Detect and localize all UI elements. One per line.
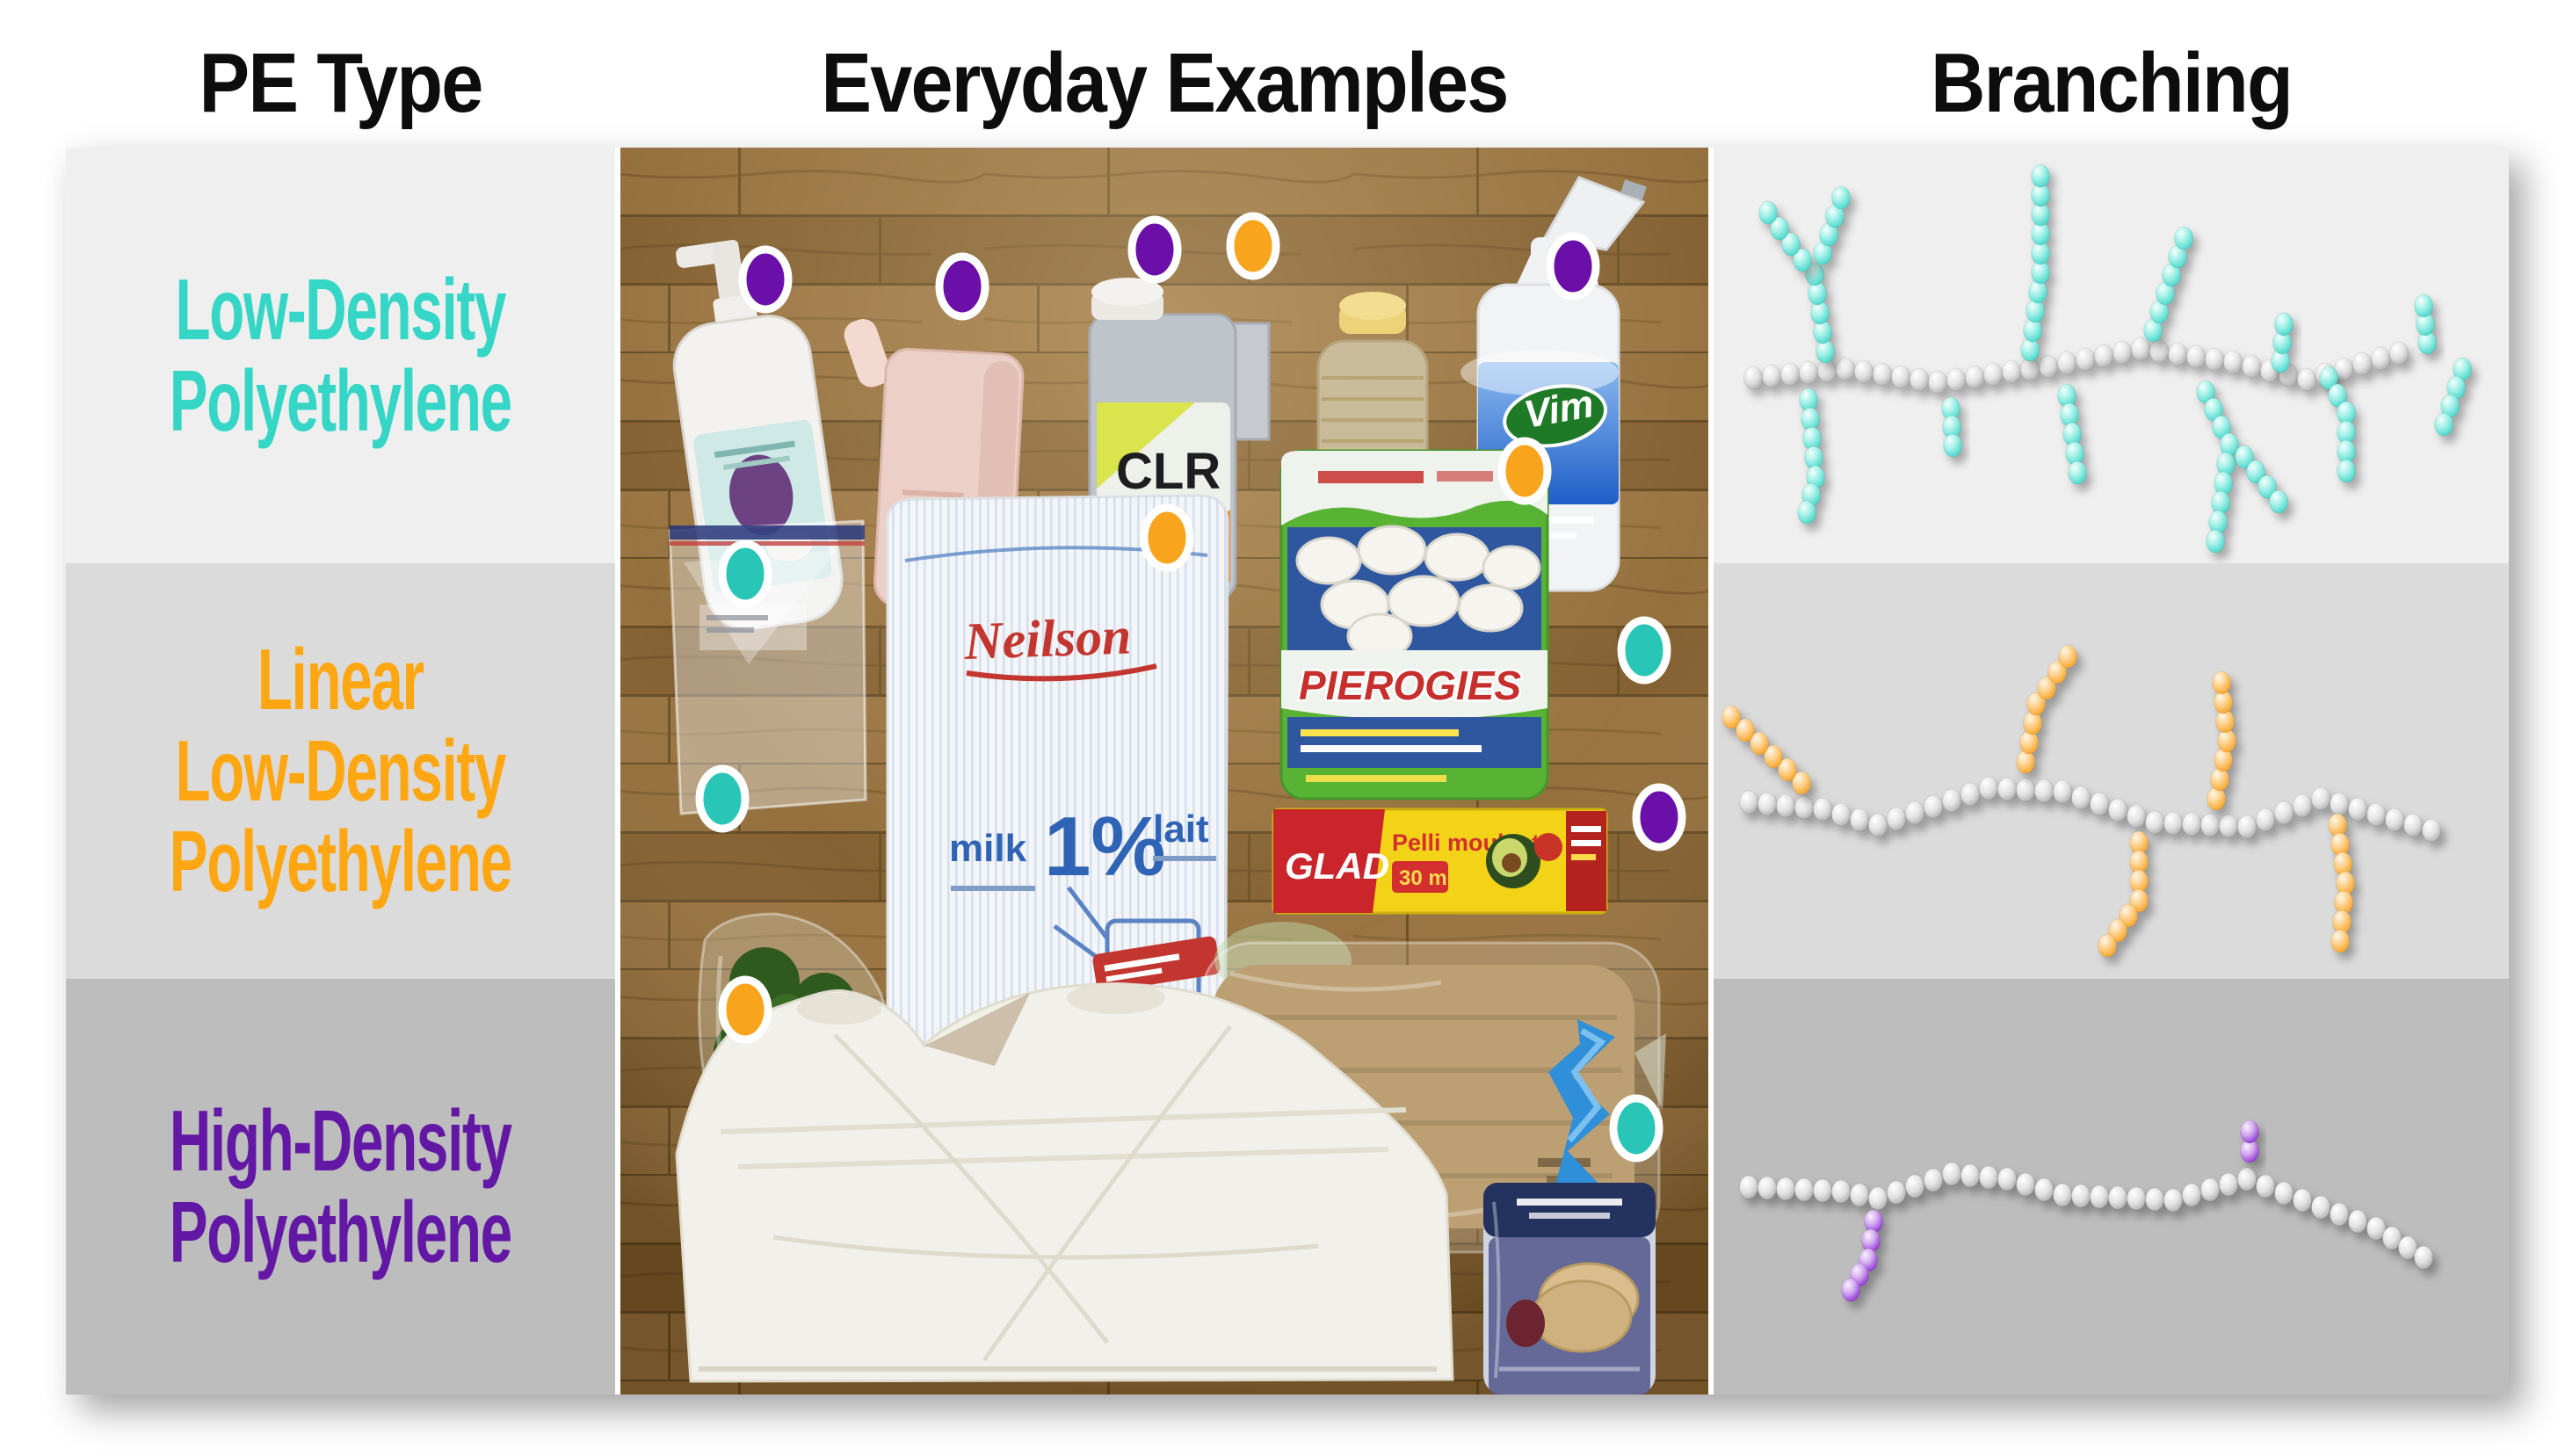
pe-marker-dot-lldpe bbox=[1497, 437, 1552, 505]
label-line: Low-Density bbox=[175, 721, 507, 819]
branch-chain-ldpe bbox=[2434, 357, 2472, 437]
pe-type-cell-hdpe: High-Density Polyethylene bbox=[66, 979, 615, 1394]
branch-chain-hdpe bbox=[1841, 1209, 1883, 1302]
branch-chain-ldpe bbox=[2414, 293, 2437, 355]
pe-marker-dot-hdpe bbox=[935, 252, 989, 321]
pe-marker-dot-ldpe bbox=[695, 764, 750, 833]
column-header-everyday-examples: Everyday Examples bbox=[821, 36, 1509, 130]
branching-diagram-cell-lldpe bbox=[1714, 563, 2509, 979]
pierogies-label-text: PIEROGIES bbox=[1299, 663, 1521, 708]
backbone-chain bbox=[1743, 337, 2409, 395]
label-line: Polyethylene bbox=[170, 1183, 512, 1280]
branch-chain-ldpe bbox=[2271, 312, 2294, 373]
pe-marker-dot-lldpe bbox=[1226, 212, 1280, 280]
pe-marker-dot-hdpe bbox=[1546, 232, 1600, 301]
milk-word-fr-text: lait bbox=[1153, 808, 1209, 851]
branch-chain-ldpe bbox=[2235, 445, 2288, 514]
pe-type-label-hdpe: High-Density Polyethylene bbox=[170, 1091, 512, 1280]
branch-chain-ldpe bbox=[1805, 262, 1835, 364]
branch-chain-ldpe bbox=[1797, 388, 1825, 525]
product-pierogies-bag: PIEROGIES bbox=[1279, 449, 1549, 800]
branch-chain-ldpe bbox=[2319, 366, 2356, 483]
branching-diagram-cell-hdpe bbox=[1714, 979, 2509, 1394]
pe-marker-dot-ldpe bbox=[1609, 1094, 1663, 1163]
branch-chain-lldpe bbox=[2207, 670, 2236, 811]
photo-border-left bbox=[615, 148, 620, 1394]
pe-marker-dot-hdpe bbox=[1632, 783, 1686, 851]
branch-chain-ldpe bbox=[2206, 452, 2236, 554]
label-line: High-Density bbox=[170, 1091, 512, 1189]
branching-diagram-cell-ldpe bbox=[1714, 148, 2509, 563]
glad-size-text: 30 m bbox=[1399, 866, 1447, 890]
label-line: Polyethylene bbox=[170, 813, 512, 910]
photo-border-right bbox=[1708, 148, 1714, 1394]
pe-marker-dot-hdpe bbox=[1127, 215, 1182, 284]
branch-chain-ldpe bbox=[2196, 380, 2239, 457]
pe-comparison-table: Low-Density Polyethylene Linear Low-Dens… bbox=[66, 148, 2509, 1394]
branch-chain-ldpe bbox=[1813, 185, 1851, 265]
milk-brand-top-text: Neilson bbox=[962, 606, 1132, 670]
branch-chain-ldpe bbox=[1941, 396, 1962, 458]
branching-diagram-ldpe bbox=[1743, 163, 2472, 554]
pe-marker-dot-ldpe bbox=[1617, 616, 1671, 685]
branch-chain-ldpe bbox=[2143, 226, 2193, 343]
photo-canvas: CLR bbox=[615, 148, 1714, 1394]
product-lotion-pump-bottle bbox=[672, 240, 844, 631]
branch-chain-ldpe bbox=[2057, 383, 2087, 485]
column-header-branching: Branching bbox=[1930, 36, 2294, 130]
label-line: Low-Density bbox=[175, 260, 507, 358]
pe-type-cell-lldpe: Linear Low-Density Polyethylene bbox=[66, 563, 615, 979]
product-tortilla-bag bbox=[1483, 1019, 1656, 1394]
milk-word-en-text: milk bbox=[949, 827, 1027, 870]
branch-chain-ldpe bbox=[2020, 163, 2050, 362]
pe-marker-dots bbox=[695, 212, 1686, 1163]
pe-type-label-ldpe: Low-Density Polyethylene bbox=[170, 260, 512, 449]
pe-marker-dot-lldpe bbox=[1140, 503, 1194, 572]
milk-pct-text: 1% bbox=[1044, 800, 1166, 894]
backbone-chain bbox=[1739, 1162, 2433, 1270]
pe-type-label-lldpe: Linear Low-Density Polyethylene bbox=[170, 630, 512, 910]
backbone-chain bbox=[1739, 776, 2441, 843]
product-cling-wrap-box: GLAD Pelli moulante 30 m bbox=[1272, 808, 1608, 915]
product-plastic-shopping-bag bbox=[675, 982, 1454, 1383]
branching-diagram-lldpe bbox=[1721, 644, 2441, 958]
branch-chain-lldpe bbox=[1721, 705, 1811, 795]
pe-marker-dot-ldpe bbox=[718, 540, 772, 608]
branch-chain-ldpe bbox=[1758, 200, 1812, 272]
pe-type-cell-ldpe: Low-Density Polyethylene bbox=[66, 148, 615, 563]
label-line: Polyethylene bbox=[170, 351, 512, 449]
clr-label-text: CLR bbox=[1116, 443, 1221, 500]
column-header-pe-type: PE Type bbox=[199, 36, 484, 130]
branch-chain-lldpe bbox=[2016, 644, 2077, 774]
branch-chain-lldpe bbox=[2328, 813, 2355, 953]
branching-diagram-hdpe bbox=[1739, 1119, 2433, 1302]
pe-marker-dot-lldpe bbox=[718, 975, 772, 1044]
pe-marker-dot-hdpe bbox=[738, 245, 793, 314]
branch-chain-lldpe bbox=[2098, 830, 2149, 958]
label-line: Linear bbox=[257, 630, 424, 728]
branch-chain-hdpe bbox=[2240, 1119, 2259, 1163]
everyday-examples-photo: CLR bbox=[615, 148, 1714, 1394]
glad-brand-text: GLAD bbox=[1285, 845, 1389, 887]
